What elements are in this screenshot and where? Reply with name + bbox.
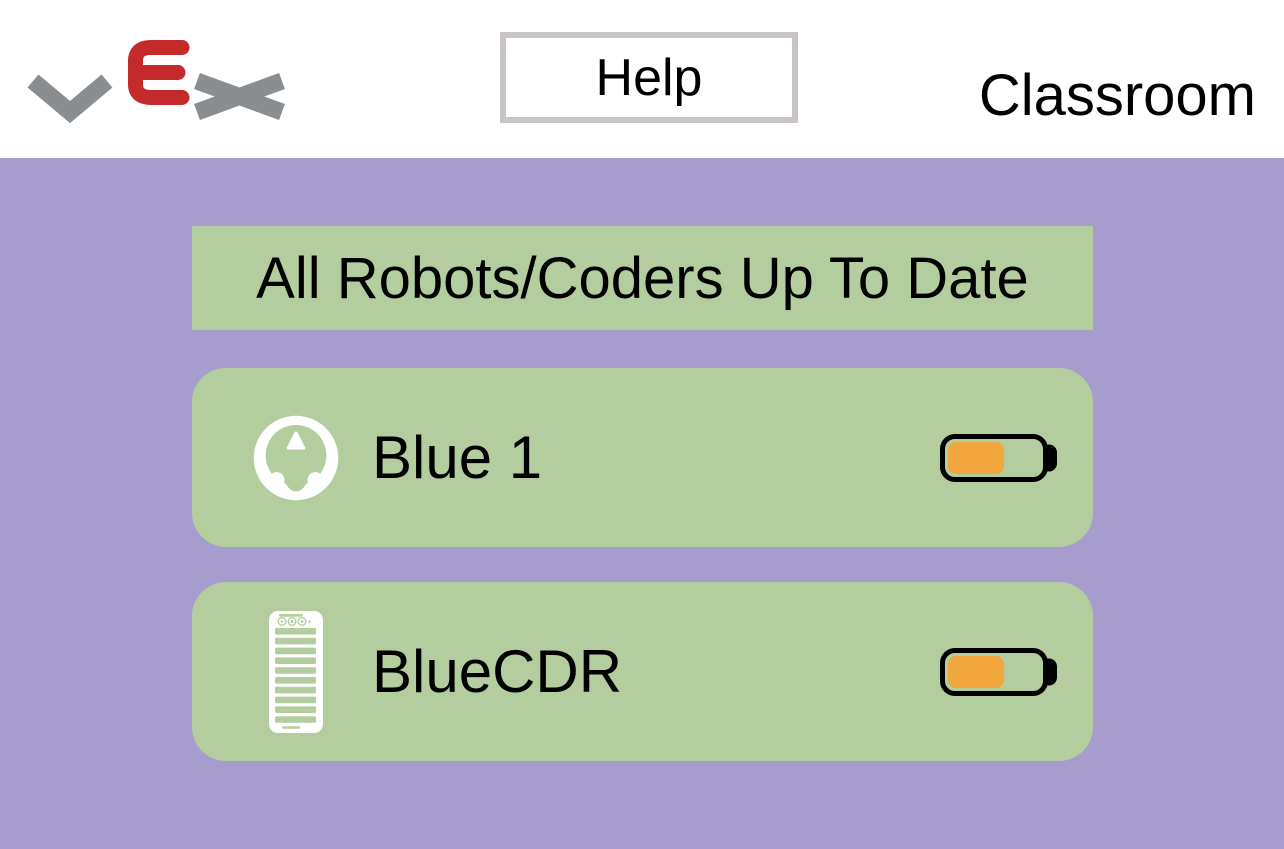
vex-coder-icon [252,607,340,737]
status-banner: All Robots/Coders Up To Date [192,226,1093,330]
device-name: Blue 1 [372,424,543,491]
battery-fill [948,655,1004,688]
battery-indicator [940,647,1057,696]
battery-indicator [940,433,1057,482]
battery-cap [1044,444,1057,471]
device-row-bluecdr[interactable]: BlueCDR [192,582,1093,761]
header: Help Classroom [0,0,1284,158]
help-button[interactable]: Help [500,32,798,123]
device-row-blue1[interactable]: Blue 1 [192,368,1093,547]
classroom-label: Classroom [978,63,1256,128]
battery-fill [948,441,1004,474]
vex-logo-icon [27,40,285,124]
device-list-area: All Robots/Coders Up To Date Blue 1 [0,158,1284,849]
battery-cap [1044,658,1057,685]
device-name: BlueCDR [372,638,623,705]
vex-123-robot-icon [252,393,340,523]
